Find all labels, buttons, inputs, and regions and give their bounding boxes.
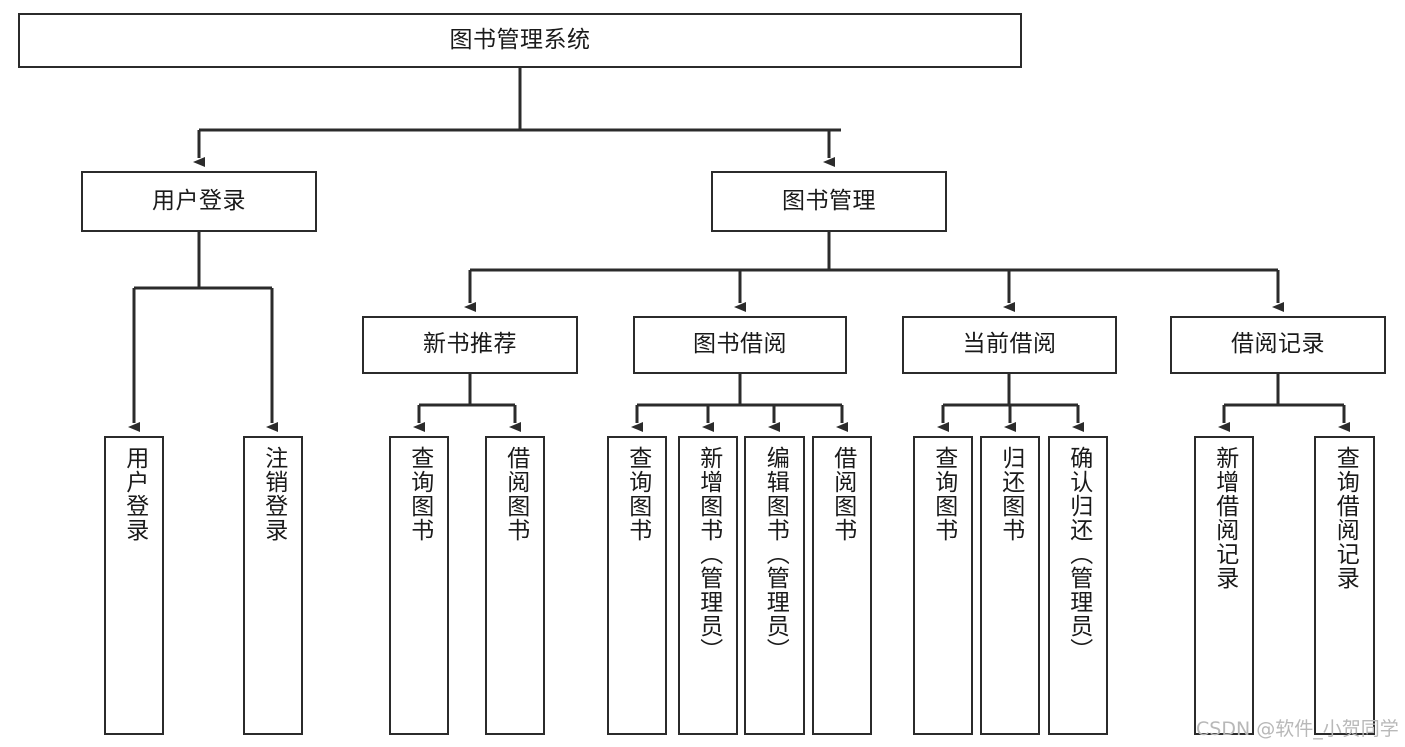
leaf-current-borrow-return[interactable]: 归还图书 — [980, 436, 1040, 735]
node-user-login[interactable]: 用户登录 — [81, 171, 317, 232]
leaf-book-borrow-query[interactable]: 查询图书 — [607, 436, 667, 735]
leaf-book-borrow-borrow-label: 借阅图书 — [829, 446, 856, 542]
leaf-new-book-query[interactable]: 查询图书 — [389, 436, 449, 735]
node-borrow-record-label: 借阅记录 — [1231, 331, 1325, 358]
node-user-login-label: 用户登录 — [152, 187, 246, 214]
leaf-current-borrow-confirm-return-label: 确认归还（管理员） — [1065, 446, 1092, 662]
node-new-book-recommend-label: 新书推荐 — [423, 331, 517, 358]
leaf-new-book-borrow[interactable]: 借阅图书 — [485, 436, 545, 735]
node-book-borrow-label: 图书借阅 — [693, 331, 787, 358]
leaf-user-login-logout-label: 注销登录 — [260, 446, 287, 542]
leaf-borrow-record-query-label: 查询借阅记录 — [1332, 446, 1359, 590]
leaf-book-borrow-edit-label: 编辑图书（管理员） — [762, 446, 789, 662]
node-current-borrow-label: 当前借阅 — [962, 331, 1057, 358]
node-book-borrow[interactable]: 图书借阅 — [633, 316, 847, 374]
leaf-user-login-login-label: 用户登录 — [121, 446, 148, 542]
leaf-new-book-borrow-label: 借阅图书 — [502, 446, 529, 542]
leaf-book-borrow-borrow[interactable]: 借阅图书 — [812, 436, 872, 735]
leaf-book-borrow-edit[interactable]: 编辑图书（管理员） — [744, 436, 805, 735]
leaf-book-borrow-add-label: 新增图书（管理员） — [695, 446, 722, 662]
leaf-current-borrow-confirm-return[interactable]: 确认归还（管理员） — [1048, 436, 1108, 735]
node-new-book-recommend[interactable]: 新书推荐 — [362, 316, 578, 374]
leaf-current-borrow-query[interactable]: 查询图书 — [913, 436, 973, 735]
leaf-borrow-record-add[interactable]: 新增借阅记录 — [1194, 436, 1254, 735]
leaf-user-login-login[interactable]: 用户登录 — [104, 436, 164, 735]
leaf-book-borrow-add[interactable]: 新增图书（管理员） — [678, 436, 738, 735]
leaf-borrow-record-query[interactable]: 查询借阅记录 — [1314, 436, 1375, 735]
node-borrow-record[interactable]: 借阅记录 — [1170, 316, 1386, 374]
node-current-borrow[interactable]: 当前借阅 — [902, 316, 1117, 374]
leaf-borrow-record-add-label: 新增借阅记录 — [1211, 446, 1238, 590]
node-book-management[interactable]: 图书管理 — [711, 171, 947, 232]
node-root-book-management-system[interactable]: 图书管理系统 — [18, 13, 1022, 68]
leaf-current-borrow-query-label: 查询图书 — [930, 446, 957, 542]
leaf-new-book-query-label: 查询图书 — [406, 446, 433, 542]
leaf-current-borrow-return-label: 归还图书 — [997, 446, 1024, 542]
node-book-management-label: 图书管理 — [782, 187, 876, 214]
leaf-book-borrow-query-label: 查询图书 — [624, 446, 651, 542]
node-root-label: 图书管理系统 — [449, 26, 591, 53]
leaf-user-login-logout[interactable]: 注销登录 — [243, 436, 303, 735]
